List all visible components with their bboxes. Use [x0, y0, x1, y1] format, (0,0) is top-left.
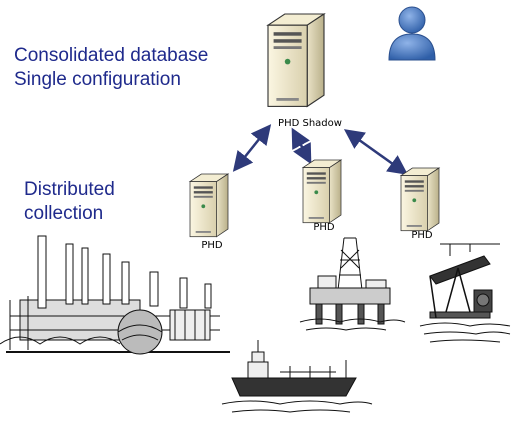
heading-distributed-line1: Distributed [24, 179, 115, 200]
server-left-icon [189, 173, 229, 238]
user-person-icon [388, 6, 436, 61]
heading-consolidated-line2: Single configuration [14, 69, 181, 90]
heading-consolidated-line1: Consolidated database [14, 45, 209, 66]
heading-consolidated: Consolidated database Single configurati… [14, 44, 208, 92]
right-server-label: PHD [411, 230, 433, 241]
pumpjack-icon [419, 243, 511, 343]
offshore-oil-rig-icon [299, 237, 406, 331]
refinery-icon [0, 235, 230, 355]
heading-distributed: Distributed collection [24, 178, 115, 226]
left-server-label: PHD [201, 240, 223, 251]
central-server-label: PHD Shadow [278, 118, 342, 129]
server-middle-icon [302, 159, 342, 224]
central-server-icon [267, 13, 325, 108]
arrow-left-link [232, 124, 272, 172]
arrow-right-link [343, 129, 409, 175]
arrow-middle-link [291, 127, 312, 165]
middle-server-label: PHD [313, 222, 335, 233]
heading-distributed-line2: collection [24, 203, 104, 224]
tanker-ship-icon [221, 340, 373, 413]
server-right-icon [400, 167, 440, 232]
